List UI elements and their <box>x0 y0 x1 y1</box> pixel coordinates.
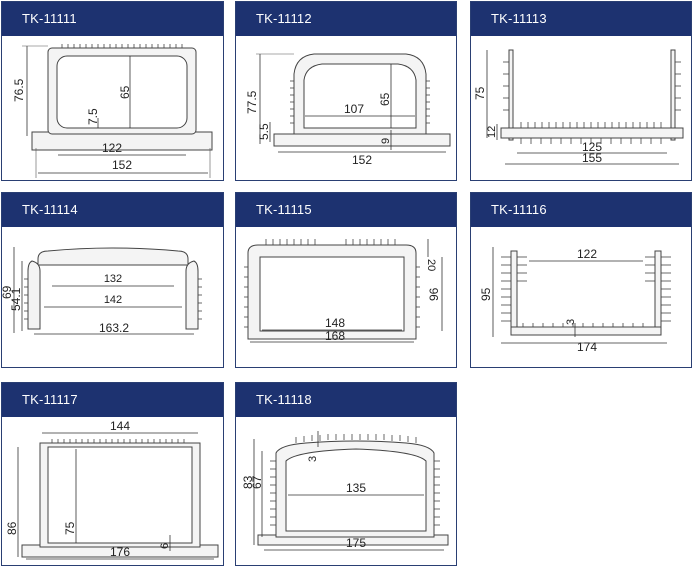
profile-shape <box>24 247 202 330</box>
panel-tk-11117: TK-11117 144 86 75 6 6 6 176 <box>1 382 224 566</box>
dim-width-outer: 152 <box>112 158 132 172</box>
dim-width-outer: 163.2 <box>99 321 129 335</box>
profile-drawing: 77.5 5.5 65 107 9 152 <box>245 53 451 167</box>
dim-fin: 20 <box>425 259 437 271</box>
dim-height-outer: 69 <box>0 285 14 299</box>
dim-foot: 12 <box>486 126 498 138</box>
profile-drawing: 75 12 125 155 <box>473 49 684 165</box>
dim-foot-visible: 6 <box>159 543 171 549</box>
dim-width-inner: 122 <box>577 247 597 261</box>
dim-width-inner: 125 <box>582 140 602 154</box>
panel-title: TK-11114 <box>22 202 78 217</box>
panel-title: TK-11118 <box>256 392 312 407</box>
dim-width-outer: 168 <box>325 329 345 343</box>
profile-shape <box>500 49 684 144</box>
profile-shape <box>244 239 420 340</box>
profile-shape <box>501 250 671 336</box>
dim-height-inner: 65 <box>118 85 132 99</box>
panel-tk-11113: TK-11113 75 12 125 155 <box>470 1 692 181</box>
panel-header: TK-11112 <box>236 2 456 36</box>
dim-height-inner: 65 <box>378 92 392 106</box>
dim-width-inner: 135 <box>346 481 366 495</box>
panel-header: TK-11116 <box>471 193 691 227</box>
dim-width-outer: 174 <box>577 340 597 354</box>
dim-width-inner: 107 <box>344 102 364 116</box>
dim-height-outer: 83 <box>241 475 255 489</box>
profile-shape <box>31 44 213 151</box>
profile-drawing: 95 122 3 174 <box>479 247 671 354</box>
dim-width-top: 144 <box>110 419 130 433</box>
profile-shape <box>273 53 451 147</box>
dim-width-inner: 142 <box>104 294 122 306</box>
panel-tk-11111: TK-11111 76.5 65 7.5 122 152 <box>1 1 224 181</box>
dim-height-outer: 77.5 <box>245 90 259 114</box>
dim-width-top: 132 <box>104 273 122 285</box>
panel-title: TK-11115 <box>256 202 312 217</box>
panel-title: TK-11116 <box>491 202 547 217</box>
dim-height-inner: 75 <box>63 521 77 535</box>
panel-tk-11112: TK-11112 77.5 5.5 65 107 9 152 <box>235 1 457 181</box>
panel-header: TK-11111 <box>2 2 223 36</box>
panel-tk-11115: TK-11115 20 96 148 168 <box>235 192 457 368</box>
dim-width-outer: 155 <box>582 151 602 165</box>
dim-height-inner: 54.1 <box>9 287 23 311</box>
dim-fin: 3 <box>307 456 319 462</box>
dim-height-outer: 95 <box>479 287 493 301</box>
dim-foot: 5.5 <box>257 123 271 140</box>
panel-header: TK-11118 <box>236 383 456 417</box>
profile-shape <box>21 439 219 558</box>
panel-tk-11116: TK-11116 95 122 3 174 <box>470 192 692 368</box>
panel-title: TK-11111 <box>22 11 77 26</box>
dim-wall: 9 <box>380 138 392 144</box>
dim-height-inner: 67 <box>250 475 264 489</box>
dim-height-outer: 76.5 <box>12 78 26 102</box>
profile-drawing: 3 83 67 135 175 <box>241 431 449 551</box>
profile-drawing: 144 86 75 6 6 6 176 <box>5 419 219 560</box>
profile-drawing: 20 96 148 168 <box>244 239 443 343</box>
panel-header: TK-11114 <box>2 193 223 227</box>
panel-title: TK-11117 <box>22 392 78 407</box>
panel-header: TK-11117 <box>2 383 223 417</box>
dim-width-outer: 176 <box>110 545 130 559</box>
panel-tk-11118: TK-11118 3 83 67 135 175 <box>235 382 457 566</box>
dim-width-outer: 175 <box>346 536 366 550</box>
dim-width-outer: 152 <box>352 153 372 167</box>
dim-wall: 3 <box>565 319 577 325</box>
dim-height-outer: 75 <box>473 86 487 100</box>
dim-width-inner: 148 <box>325 316 345 330</box>
profile-drawing: 76.5 65 7.5 122 152 <box>12 44 213 178</box>
panel-header: TK-11113 <box>471 2 691 36</box>
profile-shape <box>257 434 449 546</box>
dim-height-outer: 86 <box>5 521 19 535</box>
panel-header: TK-11115 <box>236 193 456 227</box>
profile-drawing: 69 54.1 132 142 163.2 <box>0 247 202 335</box>
panel-title: TK-11113 <box>491 11 547 26</box>
dim-foot: 7.5 <box>86 108 100 125</box>
panel-tk-11114: TK-11114 69 54.1 132 142 163.2 <box>0 192 224 368</box>
dim-height-inner: 96 <box>427 287 441 301</box>
panel-title: TK-11112 <box>256 11 312 26</box>
dim-width-inner: 122 <box>102 141 122 155</box>
